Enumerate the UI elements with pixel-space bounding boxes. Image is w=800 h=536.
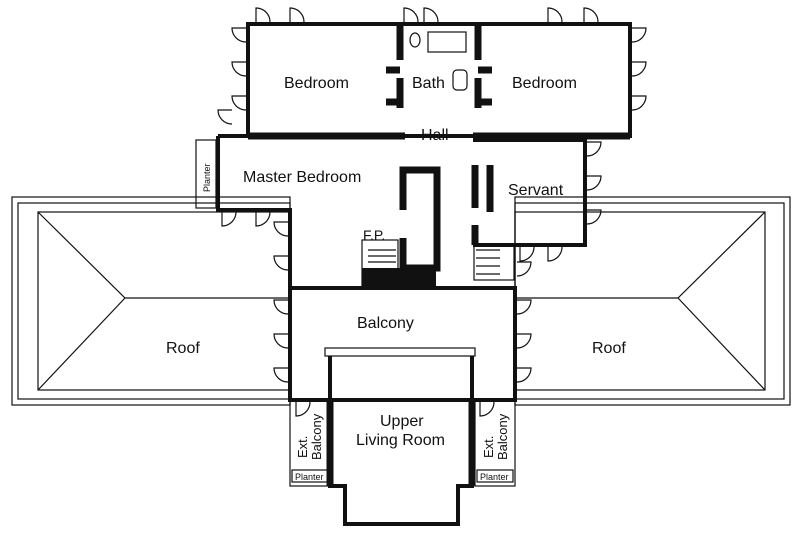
room-label-bedroom-left: Bedroom <box>284 75 349 92</box>
door-swing-icon <box>273 333 289 349</box>
toilet-icon <box>409 32 421 48</box>
room-label-bedroom-right: Bedroom <box>512 75 577 92</box>
door-swing-icon <box>403 7 419 23</box>
door-swing-icon <box>217 109 233 125</box>
label-ext-balcony-left-2: Balcony <box>309 413 324 460</box>
door-swing-icon <box>631 27 647 43</box>
door-swings <box>217 7 647 417</box>
door-swing-icon <box>547 7 563 23</box>
door-swing-icon <box>586 209 602 225</box>
roof-right <box>514 196 791 406</box>
door-swing-icon <box>295 401 311 417</box>
door-swing-icon <box>423 7 439 23</box>
door-swing-icon <box>519 246 535 262</box>
door-swing-icon <box>516 299 532 315</box>
door-swing-icon <box>631 61 647 77</box>
planter-top <box>195 139 217 209</box>
room-label-roof-right: Roof <box>592 340 626 357</box>
bathtub-icon <box>427 31 467 53</box>
door-swing-icon <box>516 261 532 277</box>
door-swing-icon <box>273 221 289 237</box>
upper-living-room <box>324 347 476 526</box>
door-swing-icon <box>586 175 602 191</box>
door-swing-icon <box>516 333 532 349</box>
door-swing-icon <box>631 95 647 111</box>
room-label-bath: Bath <box>412 75 445 92</box>
label-ext-balcony-right-1: Ext. <box>481 436 496 458</box>
door-swing-icon <box>586 141 602 157</box>
room-label-balcony: Balcony <box>357 315 414 332</box>
room-label-roof-left: Roof <box>166 340 200 357</box>
room-label-upper-living-2: Living Room <box>356 432 445 449</box>
room-label-servant: Servant <box>508 182 564 199</box>
bedrooms-block <box>246 22 632 140</box>
door-swing-icon <box>255 211 271 227</box>
room-label-master-bedroom: Master Bedroom <box>243 169 361 186</box>
door-swing-icon <box>289 7 305 23</box>
door-swing-icon <box>273 299 289 315</box>
door-swing-icon <box>221 211 237 227</box>
roof-left <box>11 196 291 406</box>
room-label-upper-living-1: Upper <box>380 413 424 430</box>
door-swing-icon <box>273 255 289 271</box>
sink-icon <box>452 69 468 91</box>
door-swing-icon <box>231 61 247 77</box>
label-planter-right: Planter <box>480 472 509 482</box>
label-ext-balcony-right-2: Balcony <box>495 413 510 460</box>
room-label-hall: Hall <box>421 127 449 144</box>
door-swing-icon <box>273 367 289 383</box>
label-fireplace: F.P. <box>363 227 385 243</box>
door-swing-icon <box>547 246 563 262</box>
label-planter-top: Planter <box>202 163 212 192</box>
door-swing-icon <box>479 401 495 417</box>
door-swing-icon <box>516 367 532 383</box>
door-swing-icon <box>255 7 271 23</box>
label-ext-balcony-left-1: Ext. <box>295 436 310 458</box>
door-swing-icon <box>231 95 247 111</box>
door-swing-icon <box>231 27 247 43</box>
door-swing-icon <box>583 7 599 23</box>
label-planter-left: Planter <box>295 472 324 482</box>
